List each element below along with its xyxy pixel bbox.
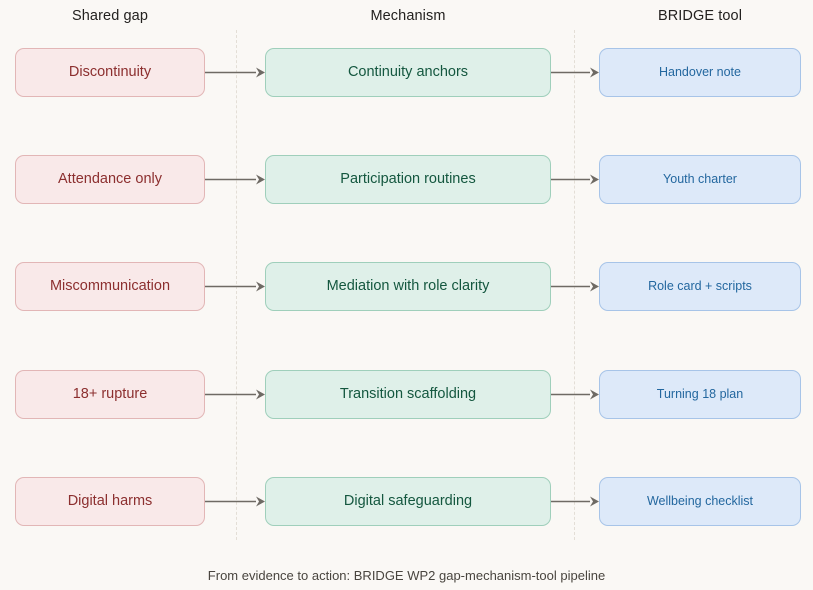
tool-node[interactable]: Handover note <box>599 48 801 97</box>
gap-node[interactable]: 18+ rupture <box>15 370 205 419</box>
arrow-gap-to-mechanism <box>205 493 265 510</box>
pipeline-row: Miscommunication Mediation with role cla… <box>0 262 813 311</box>
mechanism-node[interactable]: Transition scaffolding <box>265 370 551 419</box>
tool-node[interactable]: Wellbeing checklist <box>599 477 801 526</box>
column-divider-2 <box>574 30 575 540</box>
gap-node[interactable]: Digital harms <box>15 477 205 526</box>
pipeline-row: Digital harms Digital safeguarding Wellb… <box>0 477 813 526</box>
tool-node[interactable]: Role card + scripts <box>599 262 801 311</box>
gap-node[interactable]: Miscommunication <box>15 262 205 311</box>
arrow-gap-to-mechanism <box>205 64 265 81</box>
pipeline-row: Attendance only Participation routines Y… <box>0 155 813 204</box>
gap-node[interactable]: Discontinuity <box>15 48 205 97</box>
arrow-gap-to-mechanism <box>205 386 265 403</box>
arrow-mechanism-to-tool <box>551 64 599 81</box>
column-header-bridge-tool: BRIDGE tool <box>657 8 743 24</box>
arrow-mechanism-to-tool <box>551 278 599 295</box>
arrow-mechanism-to-tool <box>551 171 599 188</box>
mechanism-node[interactable]: Participation routines <box>265 155 551 204</box>
pipeline-row: Discontinuity Continuity anchors Handove… <box>0 48 813 97</box>
column-header-shared-gap: Shared gap <box>72 8 148 24</box>
arrow-mechanism-to-tool <box>551 493 599 510</box>
gap-node[interactable]: Attendance only <box>15 155 205 204</box>
mechanism-node[interactable]: Mediation with role clarity <box>265 262 551 311</box>
arrow-mechanism-to-tool <box>551 386 599 403</box>
column-divider-1 <box>236 30 237 540</box>
arrow-gap-to-mechanism <box>205 171 265 188</box>
mechanism-node[interactable]: Digital safeguarding <box>265 477 551 526</box>
pipeline-row: 18+ rupture Transition scaffolding Turni… <box>0 370 813 419</box>
arrow-gap-to-mechanism <box>205 278 265 295</box>
tool-node[interactable]: Youth charter <box>599 155 801 204</box>
column-header-mechanism: Mechanism <box>370 8 446 24</box>
diagram-caption: From evidence to action: BRIDGE WP2 gap-… <box>207 568 606 583</box>
mechanism-node[interactable]: Continuity anchors <box>265 48 551 97</box>
tool-node[interactable]: Turning 18 plan <box>599 370 801 419</box>
